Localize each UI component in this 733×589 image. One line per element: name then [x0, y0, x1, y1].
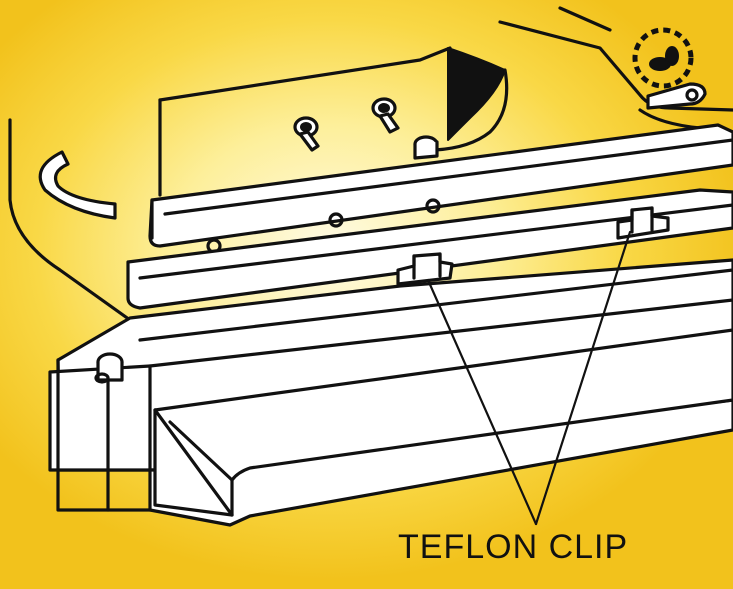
- teflon-clip-left: [396, 252, 454, 286]
- teflon-clip-right: [616, 206, 670, 240]
- adjust-screw-left: [293, 116, 320, 152]
- teflon-clip-label: TEFLON CLIP: [398, 528, 629, 566]
- callout-leader-lines: [426, 230, 632, 526]
- upper-rail: [148, 123, 733, 254]
- curved-arrow-marking: [38, 150, 117, 220]
- adjust-screw-right: [371, 97, 400, 134]
- carriage-body: [48, 258, 733, 527]
- dashed-circle-fastener: [632, 27, 694, 89]
- machine-housing: [8, 6, 733, 322]
